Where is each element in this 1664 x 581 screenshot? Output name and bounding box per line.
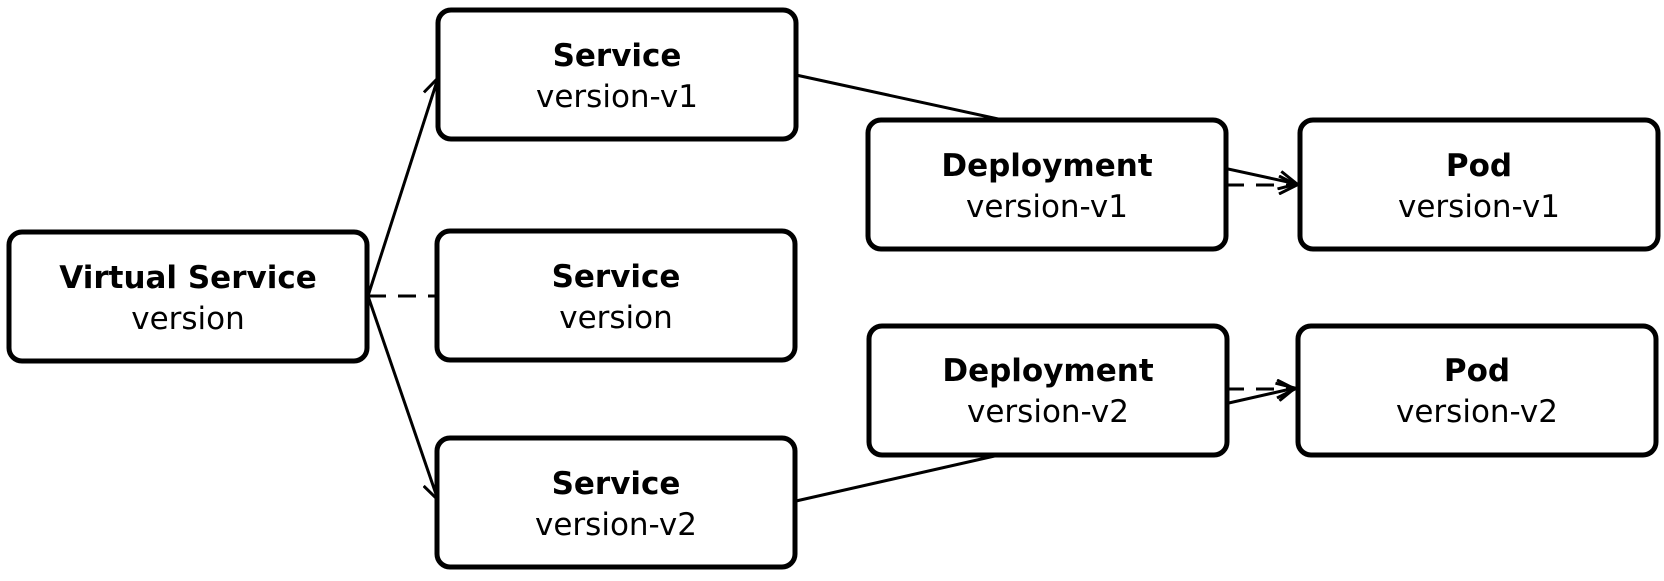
node-title: Pod xyxy=(1446,148,1512,184)
node-service: Service version xyxy=(434,228,798,363)
node-service-v2: Service version-v2 xyxy=(434,435,798,570)
edge-virtual-service-to-service-v2 xyxy=(366,295,438,500)
edge-virtual-service-to-service-v1 xyxy=(366,78,438,297)
node-pod-v2: Pod version-v2 xyxy=(1295,323,1659,458)
node-deployment-v1: Deployment version-v1 xyxy=(865,117,1229,252)
node-title: Service xyxy=(552,259,681,295)
node-title: Service xyxy=(552,466,681,502)
nodes: Virtual Service version Service version-… xyxy=(6,7,1661,570)
node-title: Deployment xyxy=(941,148,1152,184)
node-title: Virtual Service xyxy=(59,260,316,296)
node-title: Pod xyxy=(1444,353,1510,389)
node-pod-v1: Pod version-v1 xyxy=(1297,117,1661,252)
node-virtual-service: Virtual Service version xyxy=(6,229,370,364)
node-subtitle: version-v2 xyxy=(967,394,1129,430)
node-title: Deployment xyxy=(942,353,1153,389)
node-subtitle: version xyxy=(131,301,245,337)
node-subtitle: version-v2 xyxy=(1396,394,1558,430)
node-deployment-v2: Deployment version-v2 xyxy=(866,323,1230,458)
node-subtitle: version xyxy=(559,300,673,336)
node-title: Service xyxy=(553,38,682,74)
node-subtitle: version-v2 xyxy=(535,507,697,543)
node-subtitle: version-v1 xyxy=(1398,189,1560,225)
node-subtitle: version-v1 xyxy=(966,189,1128,225)
node-subtitle: version-v1 xyxy=(536,79,698,115)
node-service-v1: Service version-v1 xyxy=(435,7,799,142)
